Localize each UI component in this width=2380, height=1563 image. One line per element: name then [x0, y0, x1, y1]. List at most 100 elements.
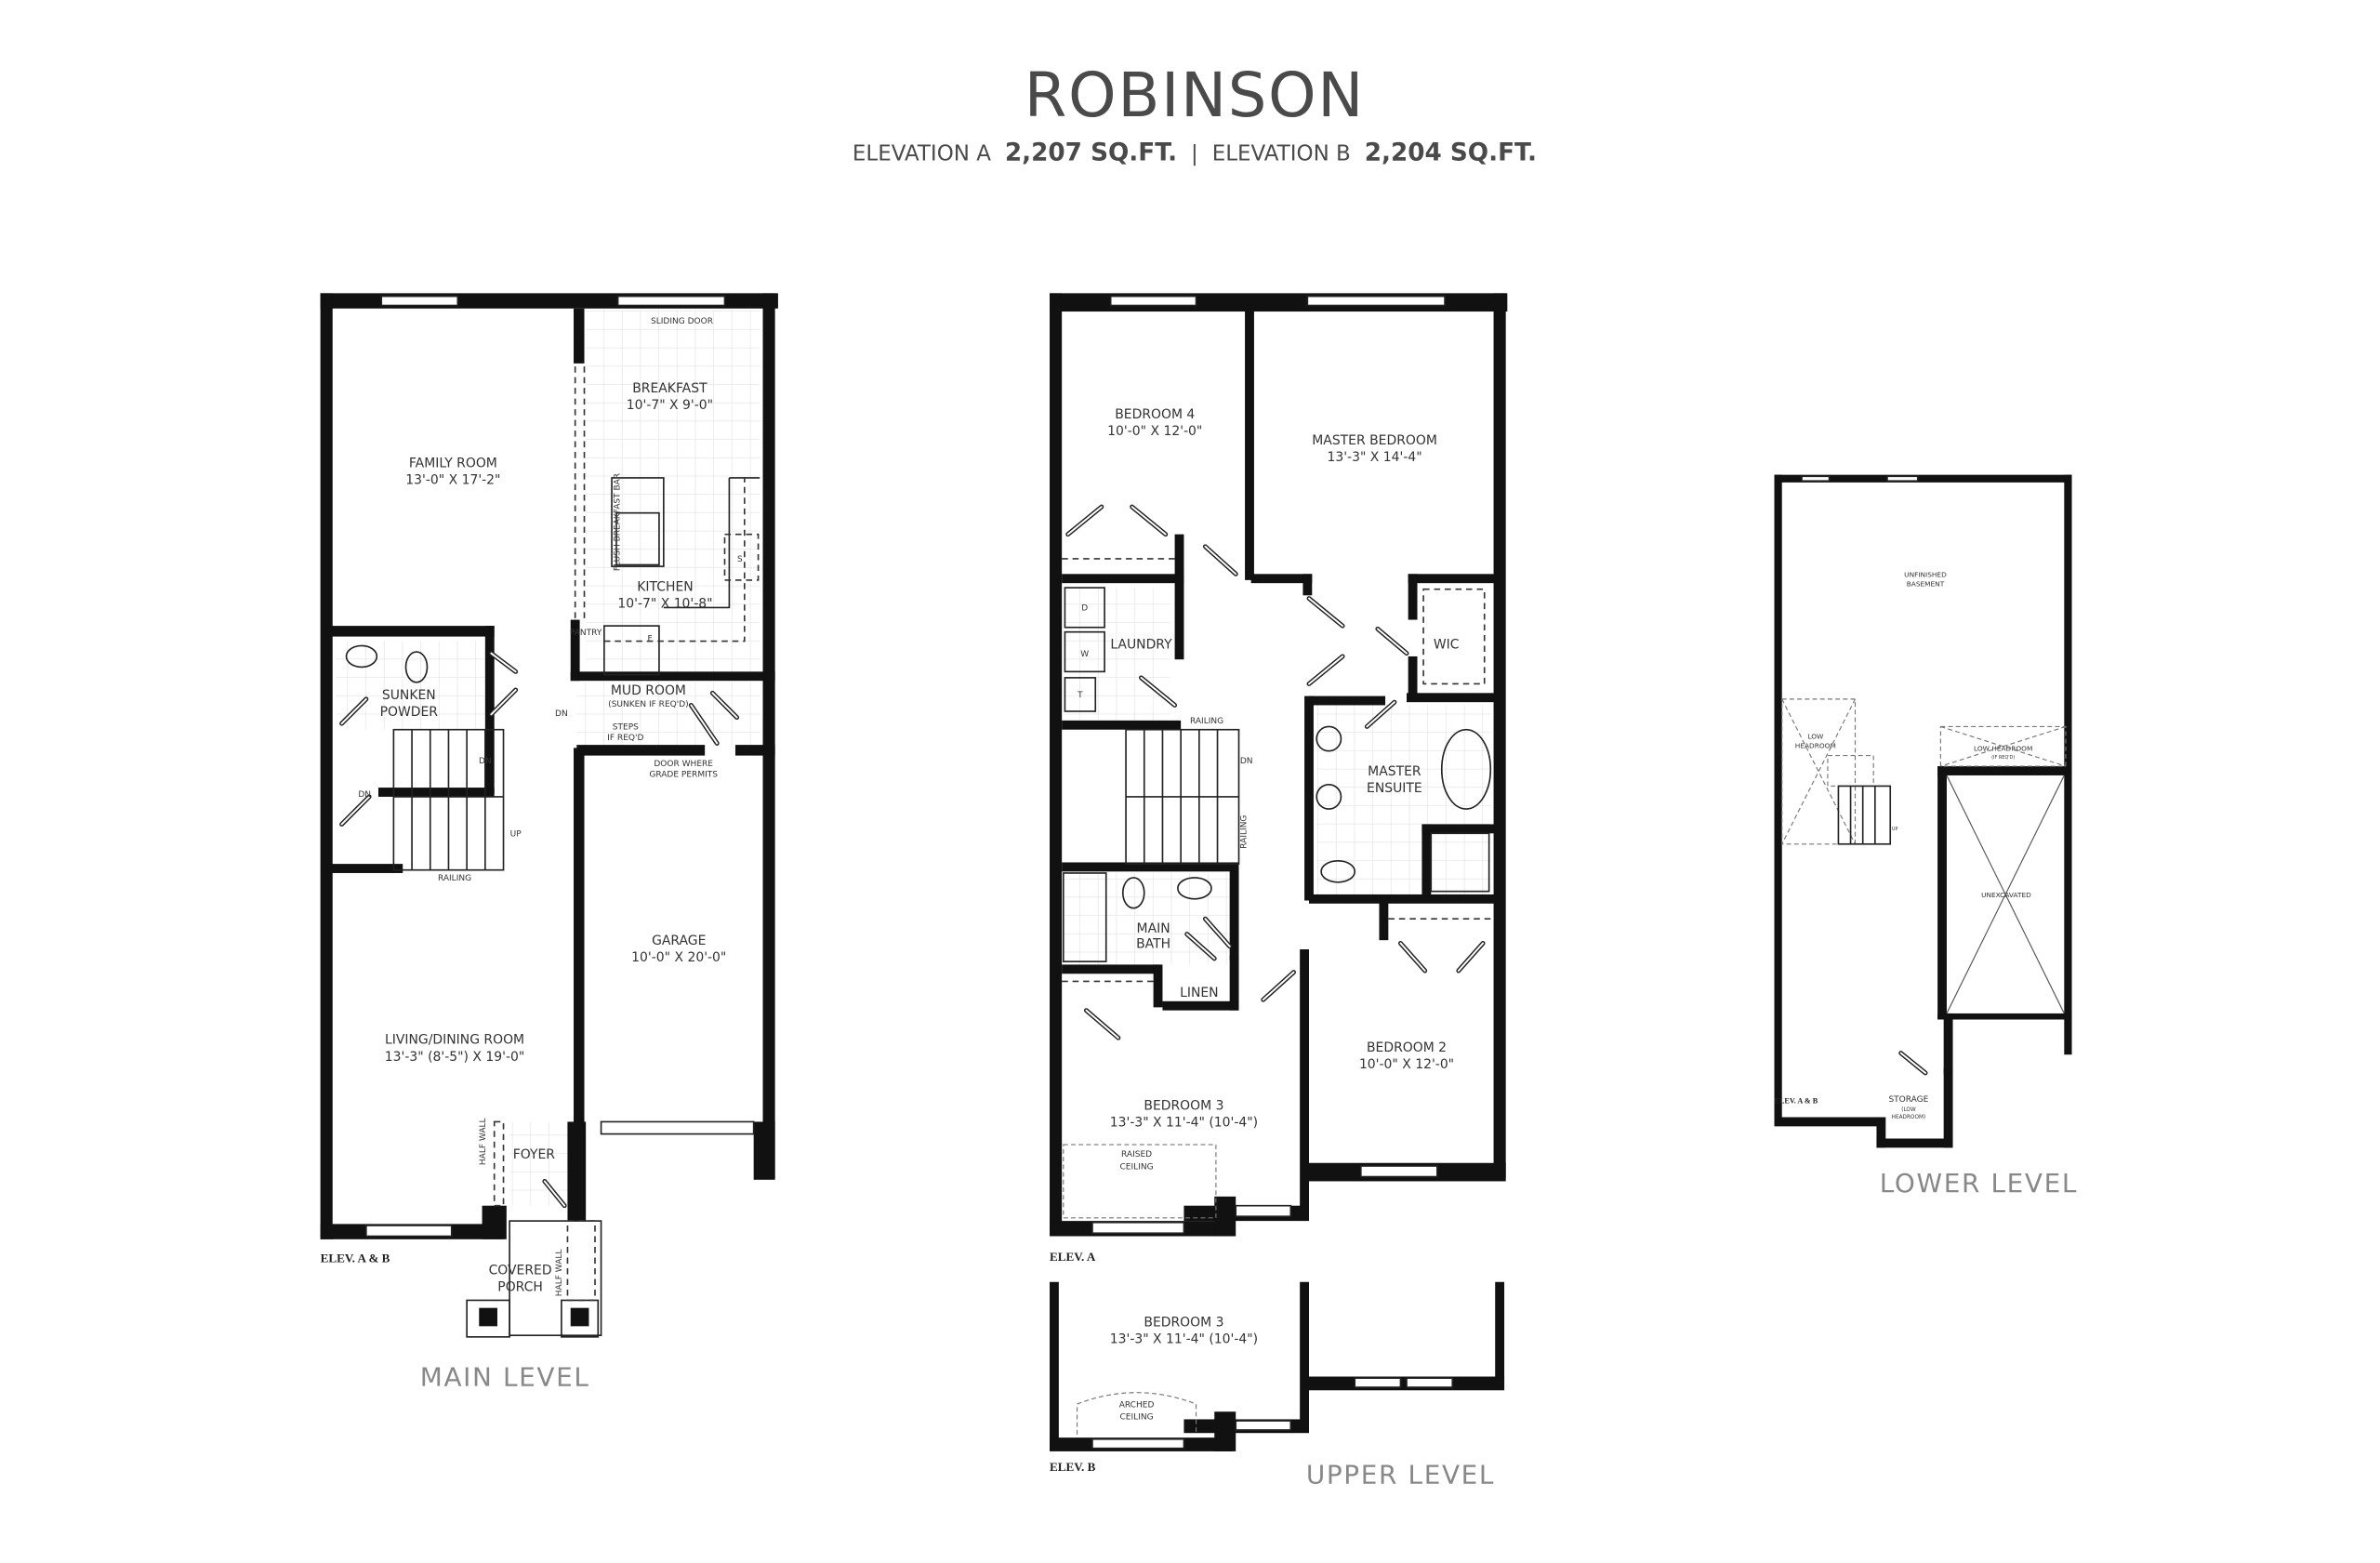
door-where-label-2: GRADE PERMITS	[649, 771, 718, 780]
lower-elevation-note: ELEV. A & B	[1775, 1097, 1818, 1106]
unexcavated-area	[1946, 775, 2065, 1014]
main-bath-tub	[1062, 872, 1107, 962]
raised-ceiling-label-2: CEILING	[1120, 1162, 1154, 1172]
area-subtitle: ELEVATION A 2,207 SQ.FT. | ELEVATION B 2…	[853, 139, 1537, 167]
stairs-up-label: UP	[510, 830, 522, 840]
upper-doors[interactable]	[1065, 504, 1486, 1040]
bathtub	[1440, 728, 1492, 810]
raised-ceiling-label-1: RAISED	[1121, 1150, 1152, 1159]
raised-ceiling-area	[1063, 1144, 1217, 1219]
upper-railing-label: RAILING	[1190, 717, 1223, 726]
ensuite-toilet	[1320, 860, 1356, 883]
bedroom-3-size: 13'-3" X 11'-4" (10'-4")	[1110, 1115, 1258, 1130]
main-bath-label-2: BATH	[1136, 936, 1170, 951]
living-room-window	[365, 1225, 453, 1238]
main-bath-sink	[1177, 877, 1212, 900]
half-wall-porch	[566, 1220, 596, 1302]
arched-ceiling-label-2: CEILING	[1120, 1412, 1154, 1422]
bedroom-2-label: BEDROOM 2	[1367, 1040, 1447, 1055]
mud-room-dn-label: DN	[555, 709, 568, 719]
covered-porch	[509, 1220, 602, 1337]
covered-porch-label-2: PORCH	[497, 1280, 543, 1295]
sliding-door-label: SLIDING DOOR	[651, 317, 713, 326]
elevation-a-label: ELEVATION A	[853, 142, 991, 166]
mud-room-label: MUD ROOM	[611, 683, 686, 698]
stove-label: S	[737, 555, 743, 564]
bedroom-4-label: BEDROOM 4	[1115, 407, 1195, 422]
low-headroom-right	[1939, 725, 2067, 767]
arched-ceiling-area	[1076, 1392, 1197, 1435]
elevation-b-variant: BEDROOM 3 13'-3" X 11'-4" (10'-4") ARCHE…	[1050, 1281, 1505, 1474]
elev-b-bedroom-3-size: 13'-3" X 11'-4" (10'-4")	[1110, 1331, 1258, 1346]
garage-size: 10'-0" X 20'-0"	[631, 950, 726, 965]
kitchen-size: 10'-7" X 10'-8"	[617, 596, 712, 611]
breakfast-size: 10'-7" X 9'-0"	[627, 398, 713, 413]
low-headroom-left	[1781, 698, 1857, 845]
main-elevation-note: ELEV. A & B	[321, 1251, 390, 1265]
main-doors[interactable]	[339, 651, 740, 1209]
main-stairs[interactable]	[392, 535, 505, 871]
main-level-label: MAIN LEVEL	[420, 1361, 590, 1392]
bedroom-2-window	[1359, 1165, 1438, 1178]
bedroom-3-label: BEDROOM 3	[1144, 1098, 1223, 1113]
elevation-a-area: 2,207 SQ.FT.	[1005, 139, 1177, 167]
pantry-label: PANTRY	[570, 629, 602, 638]
family-room-label: FAMILY ROOM	[409, 456, 497, 470]
lower-stairs[interactable]	[1827, 755, 1892, 845]
lower-level-plan: UNFINISHED BASEMENT LOW HEADROOM LOW HEA…	[1774, 474, 2078, 1199]
door-where-label-1: DOOR WHERE	[654, 760, 713, 769]
family-room-window	[380, 295, 459, 307]
wic-shelving	[1422, 588, 1486, 685]
header: ROBINSON ELEVATION A 2,207 SQ.FT. | ELEV…	[853, 60, 1537, 167]
washer	[1064, 630, 1105, 673]
linen-label: LINEN	[1180, 986, 1219, 1000]
storage-note-1: (LOW	[1901, 1107, 1916, 1113]
family-room-size: 13'-0" X 17'-2"	[405, 473, 500, 488]
lower-up-label: UP	[1892, 827, 1898, 832]
mud-room-note: (SUNKEN IF REQ'D)	[608, 700, 689, 709]
laundry-tub	[1064, 677, 1097, 712]
wic-label: WIC	[1434, 638, 1460, 653]
ensuite-sink-1	[1316, 725, 1342, 752]
breakfast-label: BREAKFAST	[632, 381, 707, 396]
upper-level-plan: BEDROOM 4 10'-0" X 12'-0" MASTER BEDROOM…	[1050, 293, 1508, 1490]
kitchen-label: KITCHEN	[637, 579, 693, 594]
main-bath-toilet	[1121, 877, 1145, 909]
sunken-powder-label-1: SUNKEN	[382, 688, 436, 703]
flush-breakfast-bar-label: FLUSH BREAKFAST BAR	[613, 473, 622, 571]
master-ensuite-label-2: ENSUITE	[1367, 781, 1422, 796]
mud-room-tile-floor	[576, 682, 760, 747]
master-bedroom-window	[1306, 295, 1446, 307]
upper-elevation-a-note: ELEV. A	[1050, 1250, 1096, 1264]
sliding-door[interactable]	[616, 295, 726, 307]
fridge-label: F	[647, 635, 652, 644]
bedroom-3-side-window	[1235, 1204, 1292, 1218]
lower-walls	[1774, 474, 2072, 1148]
foyer-label: FOYER	[513, 1147, 556, 1162]
ensuite-sink-2	[1316, 783, 1342, 810]
kitchen-tile-floor	[586, 310, 760, 677]
powder-toilet	[404, 651, 429, 683]
low-headroom-right-label: LOW HEADROOM	[1974, 745, 2032, 753]
upper-railing-vertical-label: RAILING	[1240, 815, 1250, 849]
upper-elevation-b-note: ELEV. B	[1050, 1460, 1096, 1474]
stove	[723, 533, 760, 581]
garage-label: GARAGE	[652, 934, 706, 948]
upper-dn-label: DN	[1240, 757, 1253, 766]
living-dining-size: 13'-3" (8'-5") X 19'-0"	[385, 1050, 524, 1065]
main-level-plan: FAMILY ROOM 13'-0" X 17'-2" SLIDING DOOR…	[320, 293, 778, 1392]
lower-level-label: LOWER LEVEL	[1880, 1168, 2078, 1199]
half-wall-label-foyer: HALF WALL	[479, 1118, 488, 1165]
low-headroom-label-2: HEADROOM	[1795, 741, 1836, 749]
garage-door[interactable]	[600, 1120, 755, 1135]
plan-title: ROBINSON	[1025, 60, 1365, 131]
bedroom-3-window	[1091, 1221, 1185, 1235]
living-dining-label: LIVING/DINING ROOM	[385, 1033, 524, 1048]
tub-label: T	[1077, 691, 1083, 700]
fridge	[603, 625, 660, 676]
master-ensuite-label-1: MASTER	[1368, 764, 1421, 779]
basement-dn-label: DN	[358, 790, 371, 800]
master-bedroom-label: MASTER BEDROOM	[1312, 433, 1437, 448]
upper-stairs[interactable]	[1125, 728, 1240, 865]
bedroom-2-size: 10'-0" X 12'-0"	[1359, 1057, 1454, 1072]
